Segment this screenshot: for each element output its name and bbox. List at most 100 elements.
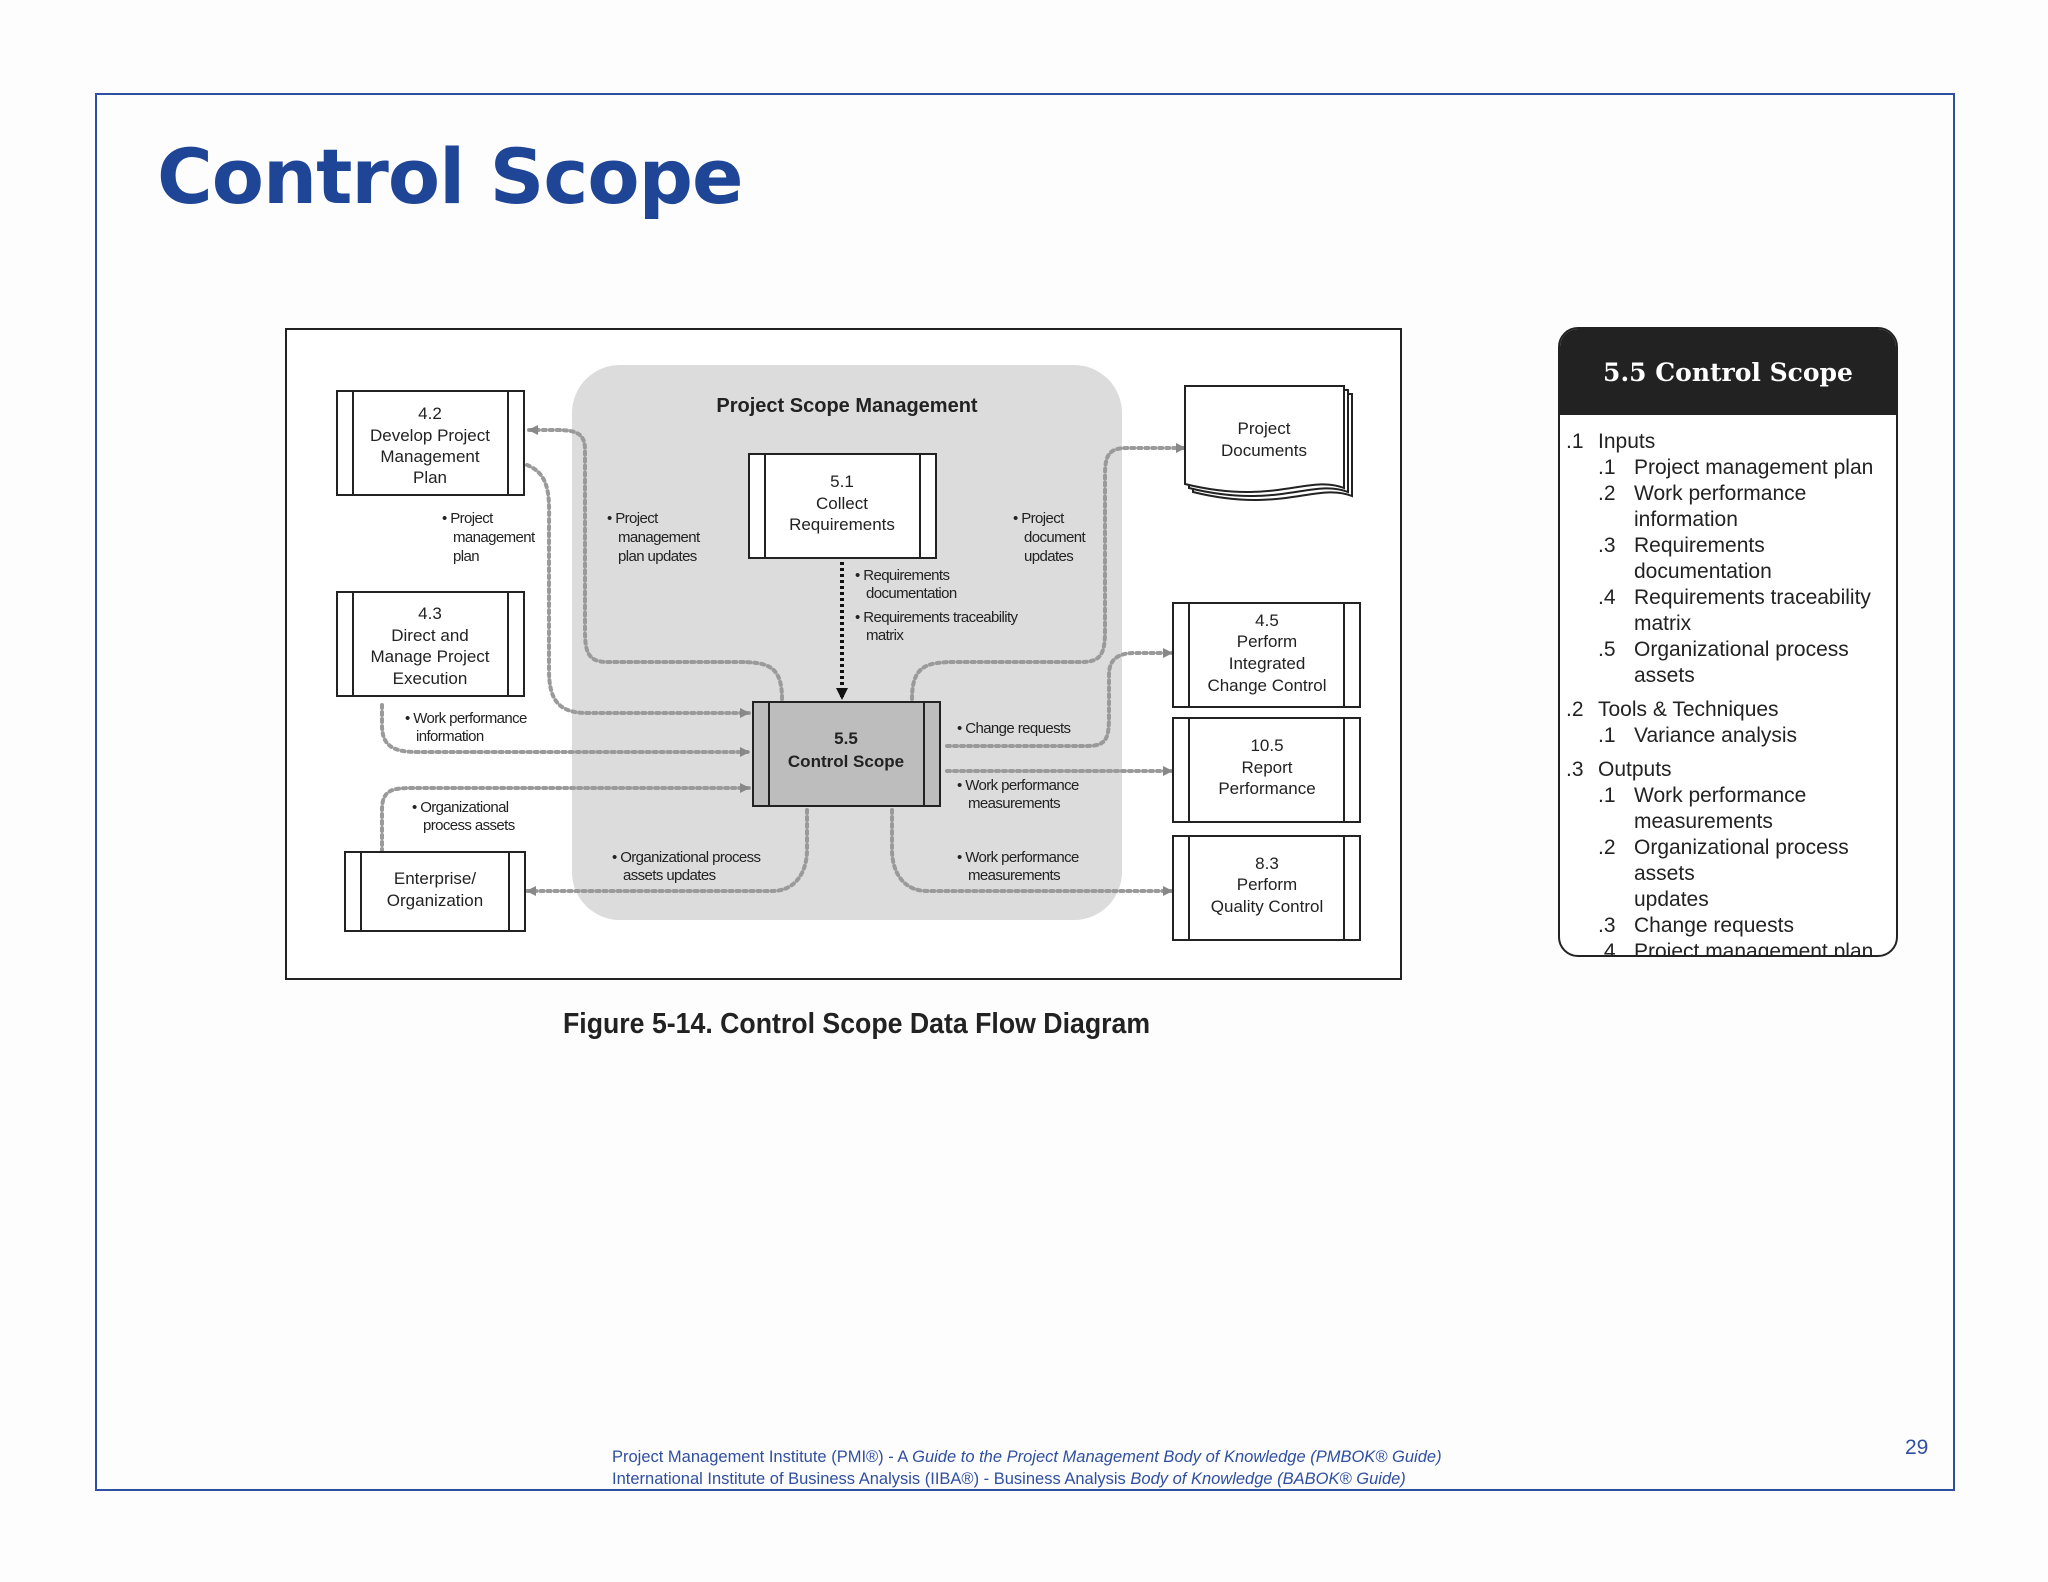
item-number: .1 — [1598, 724, 1616, 747]
item-text: Organizational process assets — [1634, 836, 1849, 885]
svg-text:• Project: • Project — [607, 510, 659, 527]
svg-text:information: information — [416, 728, 484, 745]
svg-text:Project: Project — [1238, 419, 1291, 438]
item-text: Change requests — [1634, 914, 1794, 937]
panel-section: .3 Outputs .1 Work performance measurements.… — [1560, 757, 1896, 957]
section-number: .3 — [1566, 758, 1584, 781]
panel-item: .1 Project management plan — [1598, 455, 1896, 481]
svg-text:measurements: measurements — [968, 795, 1060, 812]
svg-text:Direct and: Direct and — [391, 626, 468, 645]
panel-item: .3 Change requests — [1598, 913, 1896, 939]
svg-text:assets updates: assets updates — [623, 867, 716, 884]
flow-pm-plan-updates — [527, 425, 784, 701]
label-requirements-doc: • Requirements documentation — [855, 567, 957, 602]
svg-text:Requirements: Requirements — [789, 515, 895, 534]
svg-text:4.5: 4.5 — [1255, 611, 1279, 630]
node-control-scope: 5.5 Control Scope — [752, 701, 941, 807]
svg-text:• Organizational: • Organizational — [412, 799, 509, 816]
label-doc-updates: • Project document updates — [1013, 510, 1087, 565]
scope-management-group — [572, 365, 1122, 920]
item-text: matrix — [1634, 612, 1692, 635]
svg-text:Report: Report — [1241, 758, 1292, 777]
svg-text:matrix: matrix — [866, 627, 904, 644]
item-number: .5 — [1598, 638, 1616, 661]
label-org-assets: • Organizational process assets — [412, 799, 515, 834]
svg-text:plan updates: plan updates — [618, 548, 697, 565]
svg-text:4.2: 4.2 — [418, 404, 442, 423]
svg-text:Plan: Plan — [413, 468, 447, 487]
item-number: .2 — [1598, 836, 1616, 859]
flow-work-perf-meas-2 — [890, 808, 1174, 896]
node-collect-requirements: 5.1 Collect Requirements — [748, 453, 937, 559]
figure-caption: Figure 5-14. Control Scope Data Flow Dia… — [563, 1008, 1151, 1040]
flow-pm-plan — [525, 463, 751, 718]
label-org-assets-updates: • Organizational process assets updates — [612, 849, 761, 884]
flow-org-assets-updates — [525, 808, 809, 896]
section-number: .1 — [1566, 430, 1584, 453]
svg-text:• Organizational process: • Organizational process — [612, 849, 761, 866]
data-flow-diagram: Project Scope Management 4.2 Develop Pro… — [285, 328, 1402, 980]
source-footer: Project Management Institute (PMI®) - A … — [612, 1446, 1442, 1490]
node-enterprise: Enterprise/ Organization — [344, 851, 526, 932]
svg-text:5.1: 5.1 — [830, 472, 854, 491]
svg-text:Perform: Perform — [1237, 632, 1297, 651]
svg-text:• Requirements traceability: • Requirements traceability — [855, 609, 1019, 626]
node-direct-manage: 4.3 Direct and Manage Project Execution — [336, 591, 525, 697]
svg-text:8.3: 8.3 — [1255, 854, 1279, 873]
svg-text:Organization: Organization — [387, 891, 483, 910]
item-number: .4 — [1598, 586, 1616, 609]
item-text: Project management plan — [1634, 456, 1874, 479]
panel-item: .1 Work performance measurements — [1598, 783, 1896, 835]
slide-frame — [95, 93, 1955, 1491]
svg-text:Integrated: Integrated — [1229, 654, 1306, 673]
section-title: Inputs — [1598, 430, 1656, 453]
label-work-perf-meas-1: • Work performance measurements — [957, 777, 1080, 812]
label-requirements-trace: • Requirements traceability matrix — [855, 609, 1019, 644]
svg-text:Control Scope: Control Scope — [788, 752, 904, 771]
node-project-documents: Project Documents — [1184, 385, 1353, 501]
svg-text:measurements: measurements — [968, 867, 1060, 884]
svg-text:document: document — [1024, 529, 1087, 546]
svg-text:Perform: Perform — [1237, 875, 1297, 894]
section-title: Outputs — [1598, 758, 1672, 781]
svg-text:Develop Project: Develop Project — [370, 426, 490, 445]
flow-change-requests — [945, 648, 1174, 748]
svg-text:documentation: documentation — [866, 585, 957, 602]
svg-text:• Change requests: • Change requests — [957, 720, 1071, 737]
svg-text:• Requirements: • Requirements — [855, 567, 949, 584]
svg-text:Change Control: Change Control — [1207, 676, 1326, 695]
label-work-perf-meas-2: • Work performance measurements — [957, 849, 1080, 884]
footer-line-1: Project Management Institute (PMI®) - A … — [612, 1448, 1442, 1466]
label-pm-plan: • Project management plan — [442, 510, 537, 565]
node-develop-plan: 4.2 Develop Project Management Plan — [336, 390, 525, 496]
svg-text:Documents: Documents — [1221, 441, 1307, 460]
item-number: .1 — [1598, 456, 1616, 479]
group-title: Project Scope Management — [716, 395, 978, 417]
section-title: Tools & Techniques — [1598, 698, 1779, 721]
slide-title: Control Scope — [157, 132, 744, 221]
item-number: .3 — [1598, 914, 1616, 937]
svg-text:Manage Project: Manage Project — [370, 647, 489, 666]
item-number: .1 — [1598, 784, 1616, 807]
flow-org-assets — [380, 783, 751, 854]
item-text: Work performance information — [1634, 482, 1807, 531]
item-text: Work performance — [1634, 784, 1807, 807]
flow-doc-updates — [910, 443, 1187, 701]
item-number: .3 — [1598, 534, 1616, 557]
svg-text:Performance: Performance — [1218, 779, 1315, 798]
item-number: .4 — [1598, 940, 1616, 957]
item-text: measurements — [1634, 810, 1773, 833]
label-work-perf-info: • Work performance information — [405, 710, 528, 745]
panel-title: 5.5 Control Scope — [1560, 329, 1896, 415]
svg-text:4.3: 4.3 — [418, 604, 442, 623]
svg-text:management: management — [453, 529, 536, 546]
